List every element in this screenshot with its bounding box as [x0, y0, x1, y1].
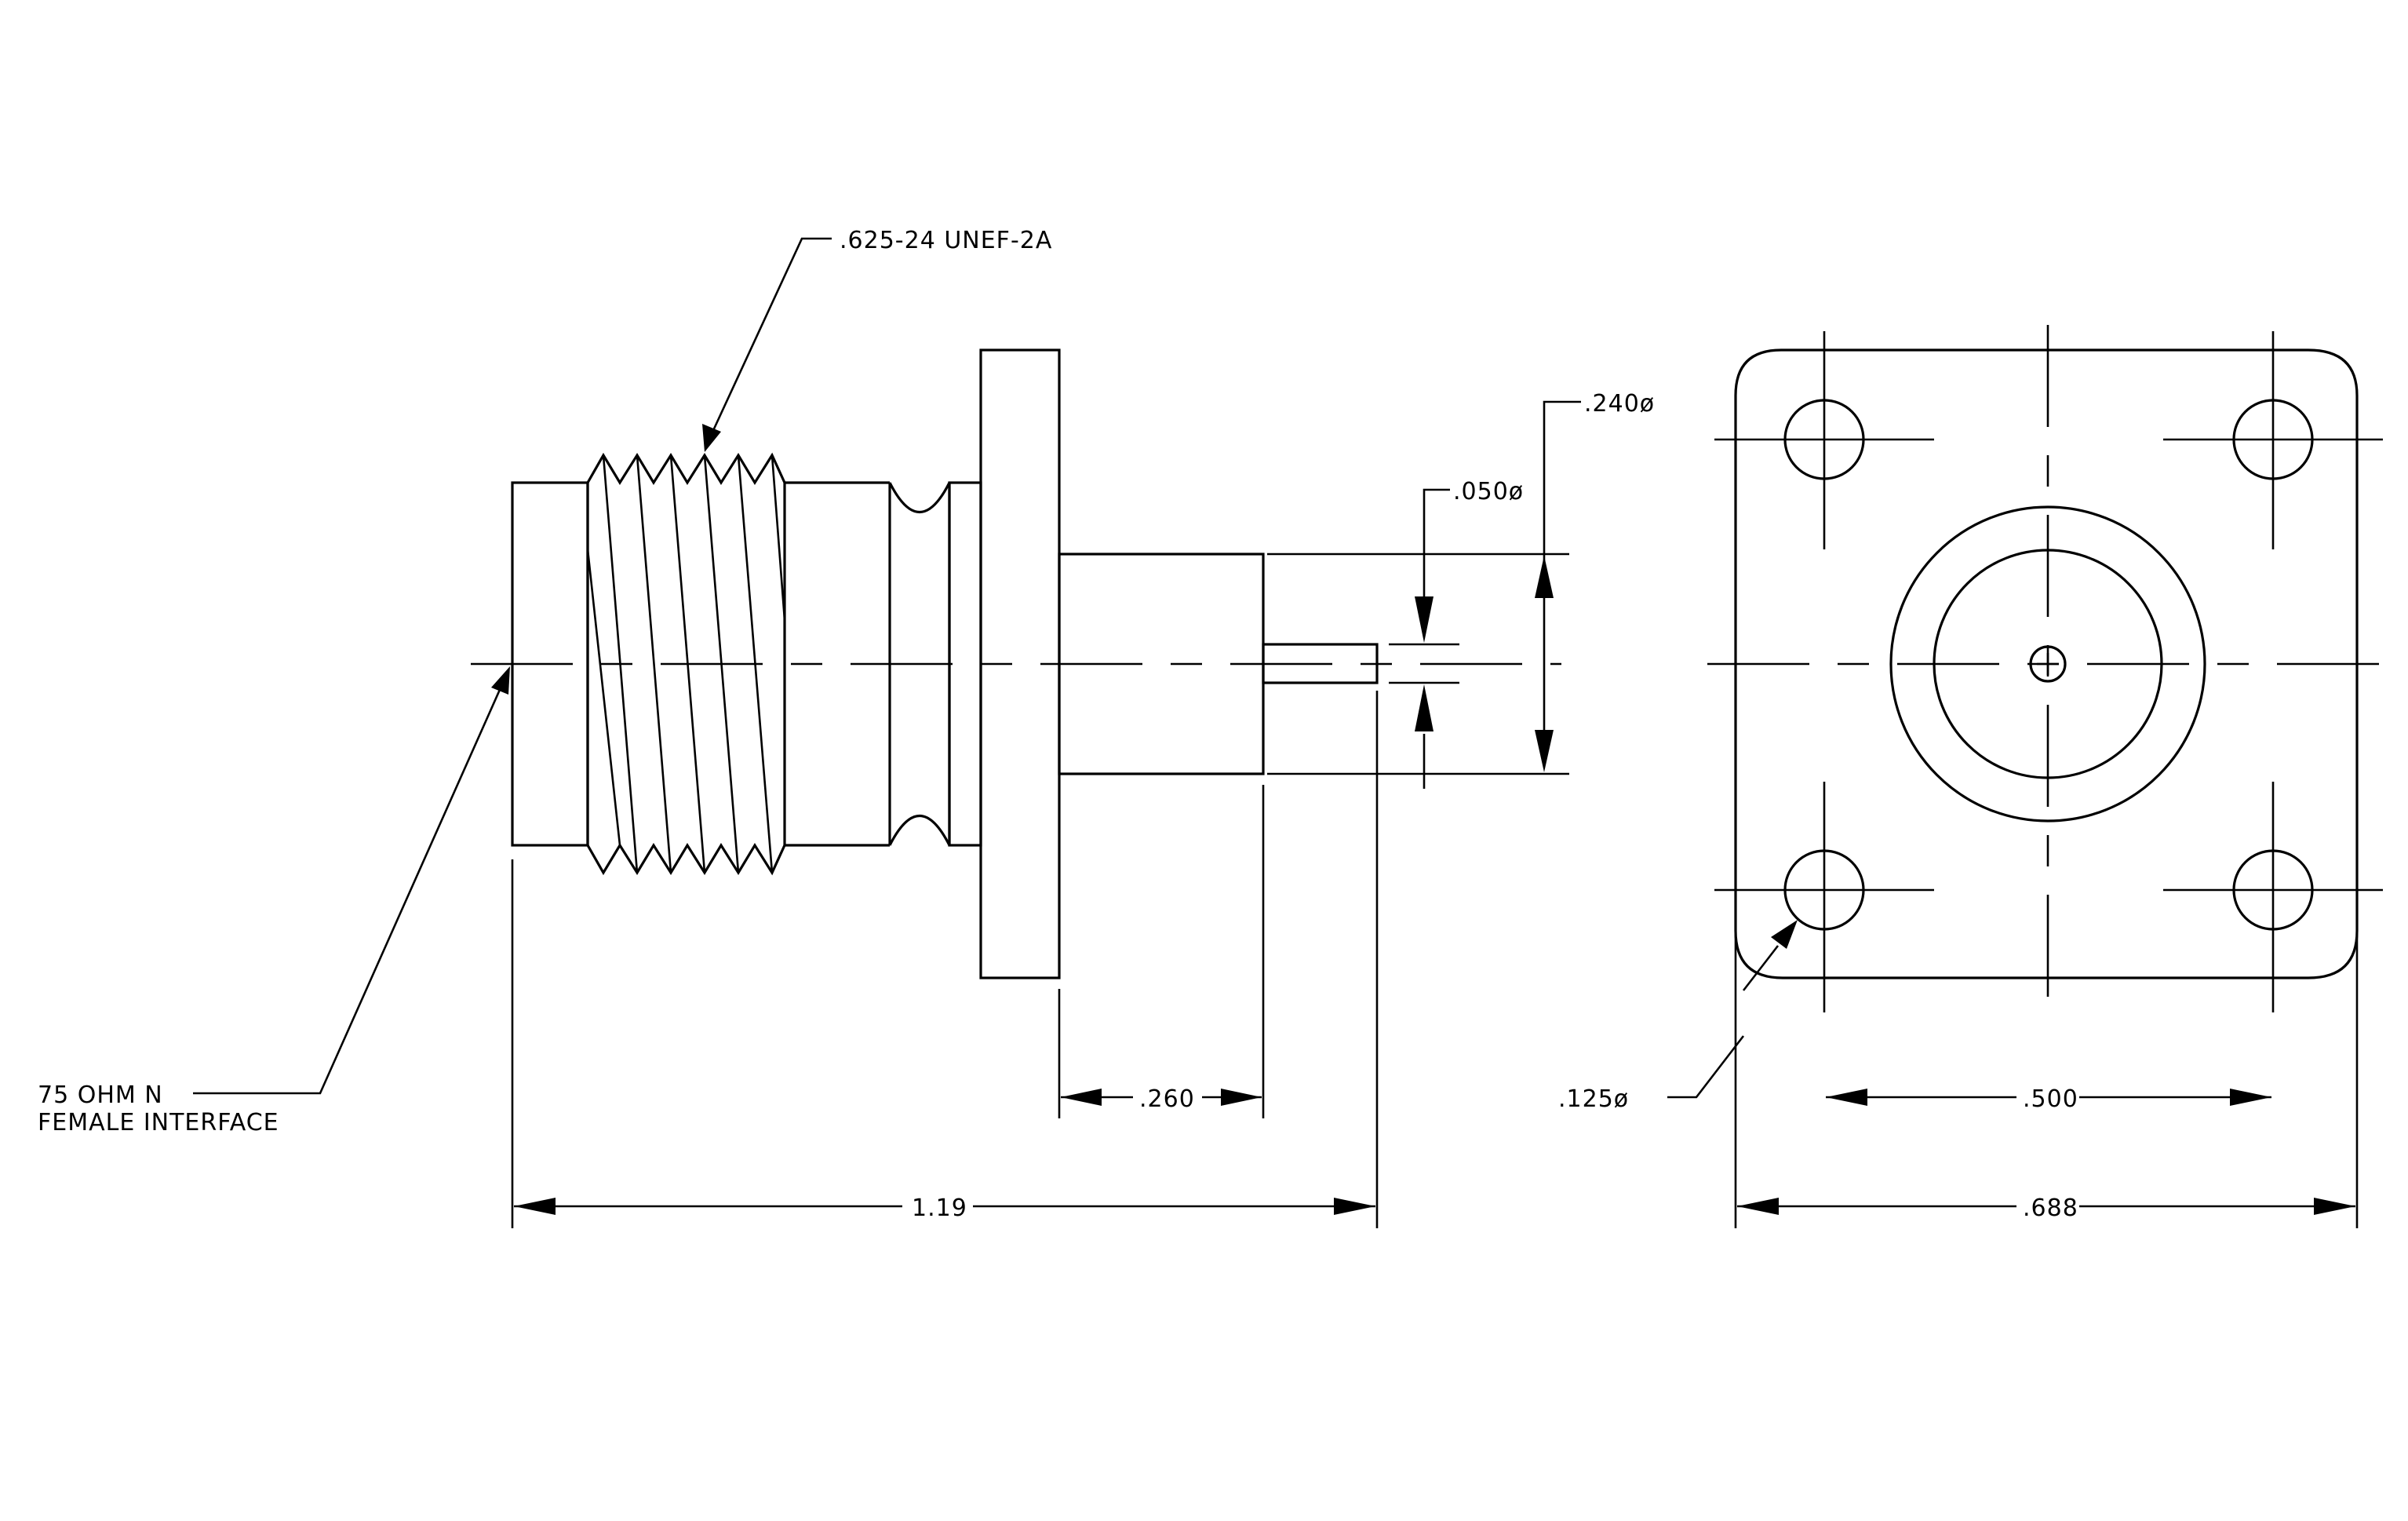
hole-leader	[1667, 1035, 1745, 1099]
outer-body-circle	[1889, 505, 2206, 823]
side-view	[471, 348, 1561, 979]
groove-top	[888, 482, 951, 514]
length-from-flange-label: .260	[1139, 1085, 1195, 1113]
pin-diameter-label: .050ø	[1453, 478, 1524, 505]
thread-spec-label: .625-24 UNEF-2A	[840, 227, 1052, 254]
overall-length-label: 1.19	[912, 1195, 967, 1222]
body-diameter-label: .240ø	[1584, 390, 1655, 418]
mounting-hole-top-left	[1714, 331, 1934, 549]
side-dimensions: .625-24 UNEF-2A 75 OHM N FEMALE INTERFAC…	[38, 227, 1655, 1228]
center-pin-circle	[2029, 645, 2067, 683]
hole-diameter-label: .125ø	[1558, 1085, 1629, 1113]
front-dimensions: .125ø .500 .688	[1558, 920, 2359, 1228]
front-view	[1707, 325, 2392, 1012]
hole-spacing-label: .500	[2023, 1085, 2078, 1113]
mounting-hole-bottom-right	[2163, 782, 2383, 1012]
body-section	[785, 481, 982, 847]
threaded-section	[586, 452, 786, 876]
inner-bore-circle	[1933, 549, 2163, 779]
thread-leader	[709, 237, 832, 436]
interface-label-line2: FEMALE INTERFACE	[38, 1109, 279, 1136]
mounting-hole-bottom-left	[1714, 782, 1934, 1012]
interface-label-line1: 75 OHM N	[38, 1081, 163, 1109]
mounting-hole-top-right	[2163, 331, 2383, 549]
center-pin	[1262, 643, 1379, 684]
flange-width-label: .688	[2023, 1195, 2078, 1222]
interface-leader	[193, 684, 504, 1095]
groove-bottom	[888, 814, 951, 846]
